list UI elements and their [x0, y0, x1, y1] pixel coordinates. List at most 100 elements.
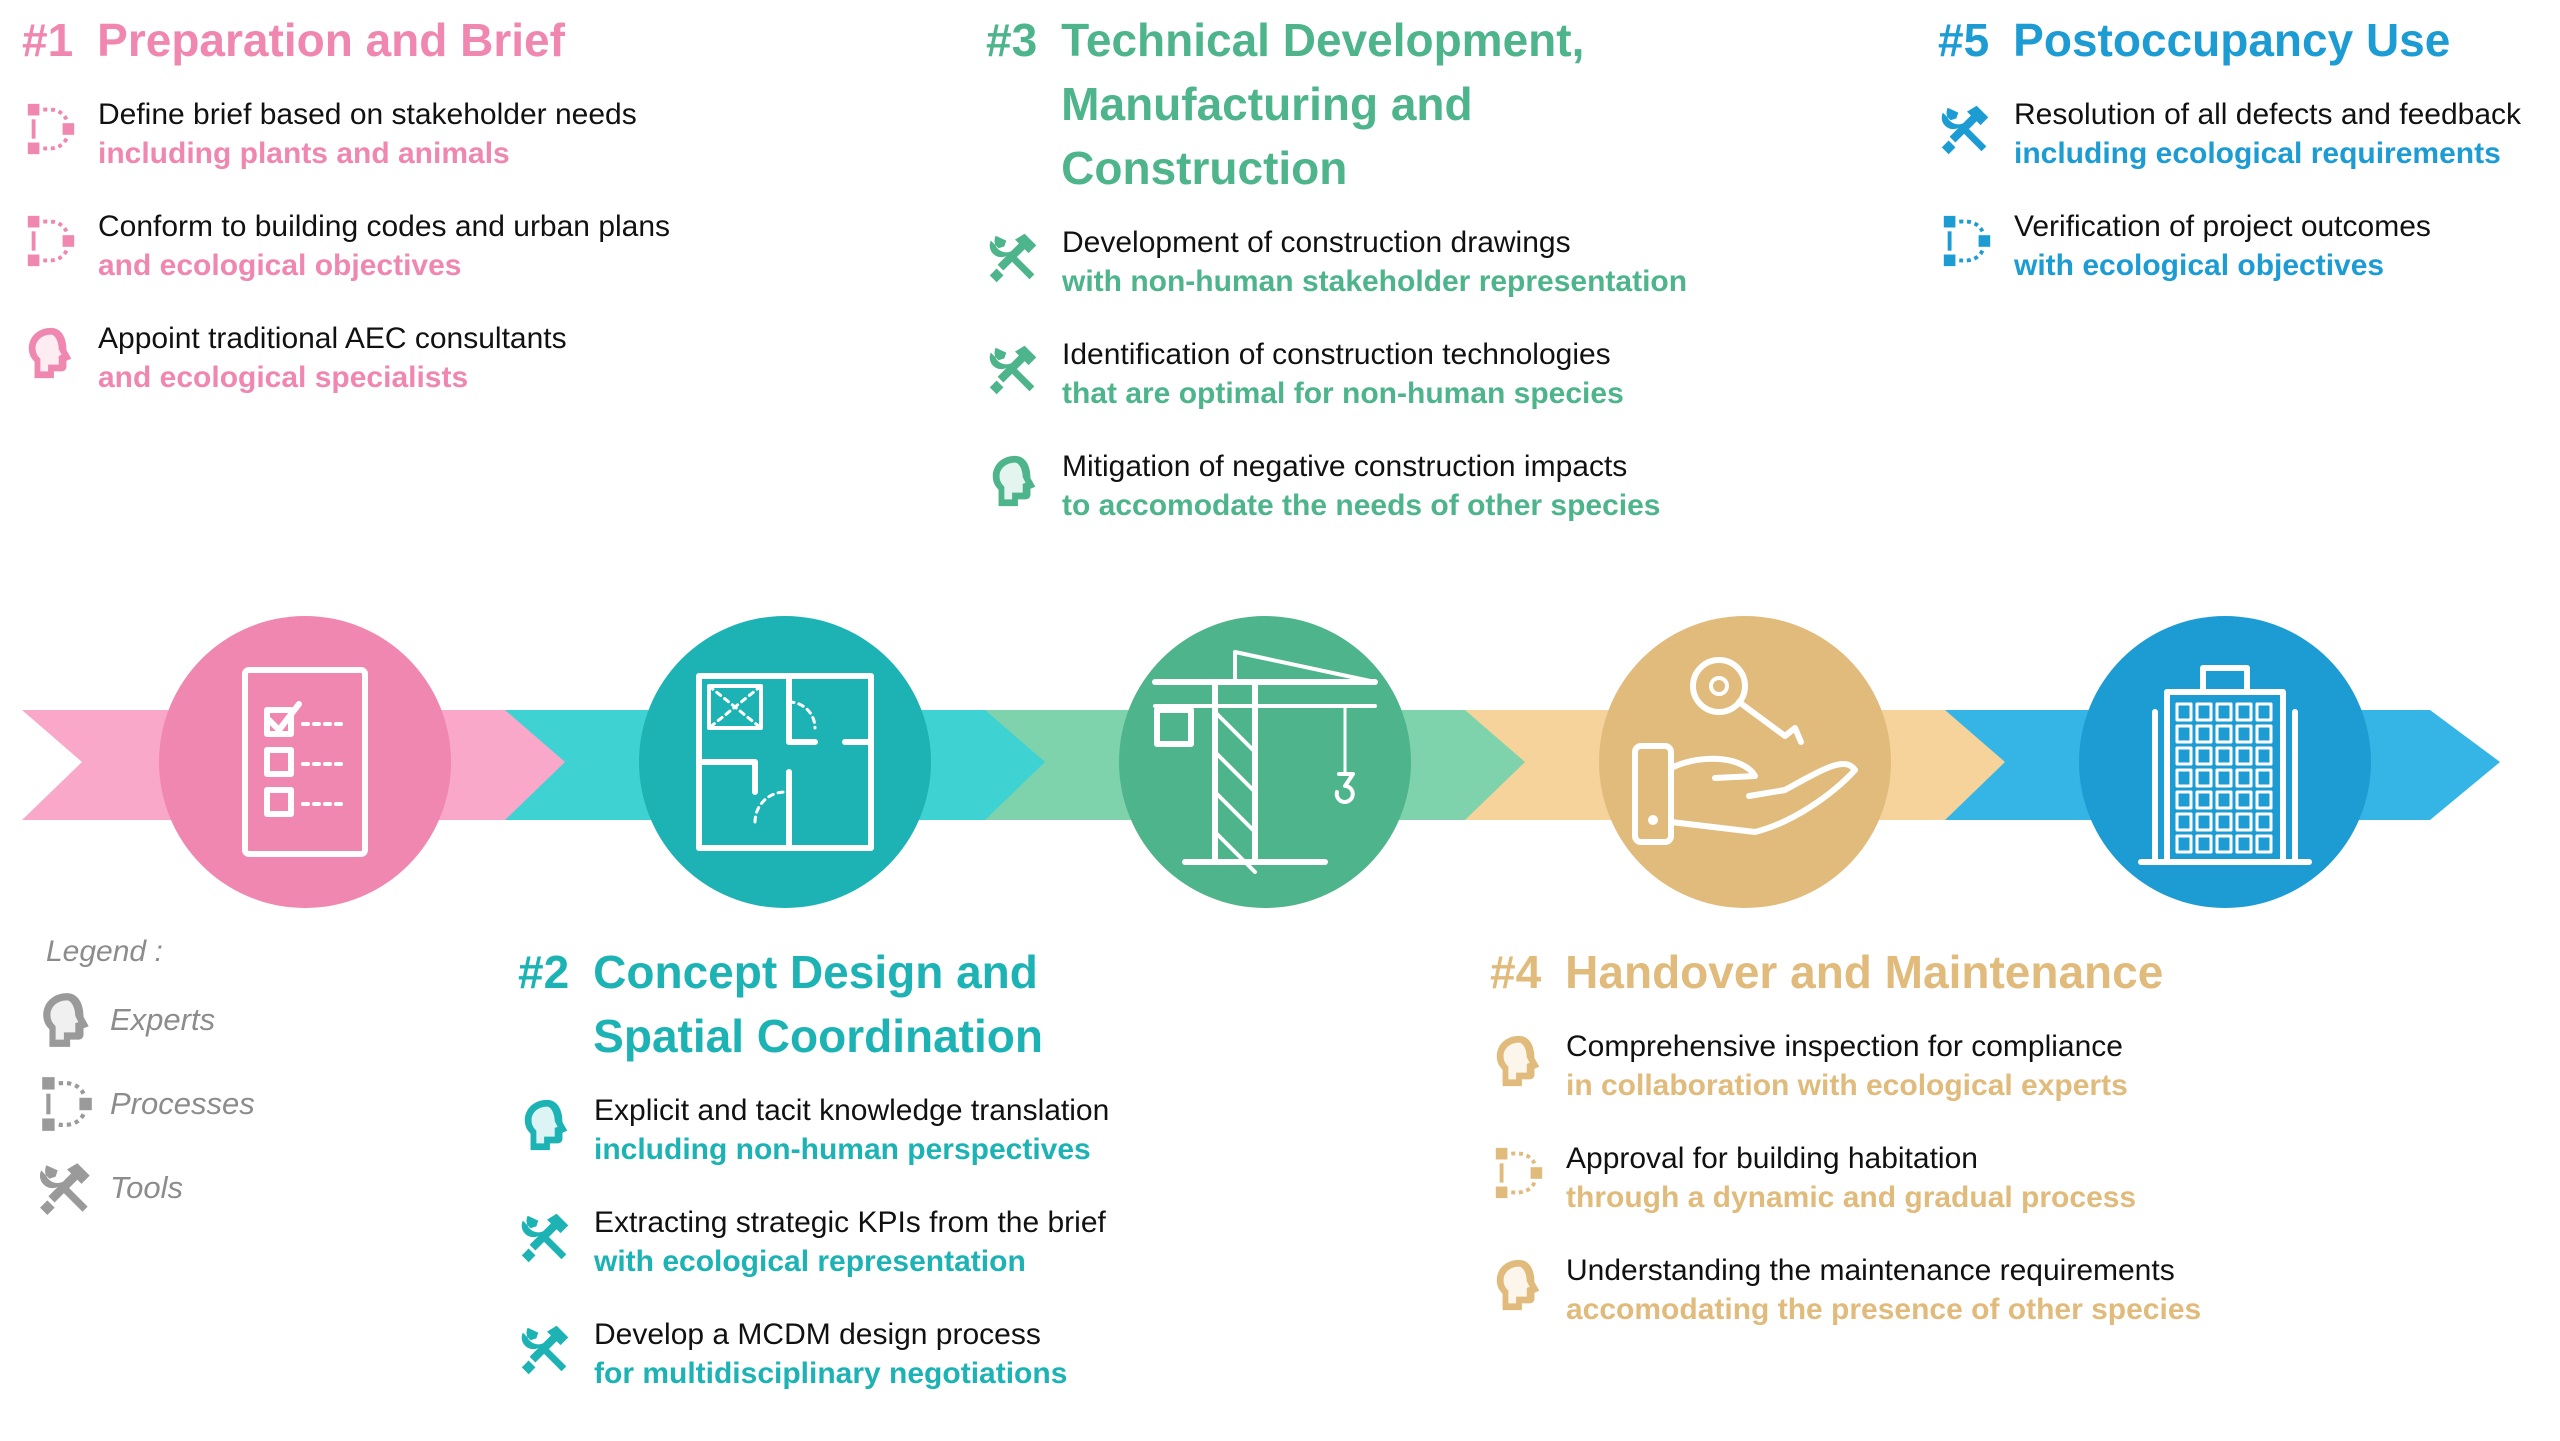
phase-item: Extracting strategic KPIs from the brief… [518, 1204, 1109, 1282]
phase-item: Mitigation of negative construction impa… [986, 448, 1687, 526]
floorplan-icon [696, 673, 874, 851]
phase-title: Preparation and Brief [97, 14, 565, 66]
item-ecological-text: to accomodate the needs of other species [1062, 489, 1661, 522]
legend-item: Processes [36, 1073, 255, 1135]
item-text: Explicit and tacit knowledge translation… [594, 1092, 1109, 1170]
tools-icon [1938, 100, 1996, 158]
expert-head-icon [986, 452, 1044, 510]
item-main-text: Explicit and tacit knowledge translation [594, 1094, 1110, 1127]
expert-head-icon [518, 1096, 576, 1154]
building-icon [2138, 665, 2312, 865]
timeline-stage [639, 616, 931, 908]
item-text: Development of construction drawings with… [1062, 224, 1687, 302]
item-main-text: Define brief based on stakeholder needs [98, 98, 637, 131]
expert-head-icon [1490, 1032, 1548, 1090]
item-text: Extracting strategic KPIs from the brief… [594, 1204, 1106, 1282]
phase-items: Explicit and tacit knowledge translation… [518, 1092, 1109, 1394]
item-main-text: Mitigation of negative construction impa… [1062, 450, 1628, 483]
phase-items: Define brief based on stakeholder needs i… [22, 96, 670, 398]
phase-item: Verification of project outcomes with eco… [1938, 208, 2521, 286]
phase-number: #5 [1938, 14, 1990, 66]
item-main-text: Development of construction drawings [1062, 226, 1571, 259]
phase-title: Technical Development, Manufacturing and… [1061, 14, 1585, 194]
legend-item: Experts [36, 989, 255, 1051]
item-main-text: Conform to building codes and urban plan… [98, 210, 671, 243]
expert-head-icon [22, 324, 80, 382]
phase-number: #4 [1490, 946, 1542, 998]
process-icon [36, 1073, 98, 1135]
phase-item: Development of construction drawings with… [986, 224, 1687, 302]
phase-number: #1 [22, 14, 74, 66]
phase-header: #3 Technical Development, Manufacturing … [986, 8, 1687, 200]
tools-icon [518, 1320, 576, 1378]
tools-icon [986, 340, 1044, 398]
item-ecological-text: with ecological representation [594, 1245, 1026, 1278]
tools-icon [986, 228, 1044, 286]
phase-item: Understanding the maintenance requiremen… [1490, 1252, 2201, 1330]
stage-circle [639, 616, 931, 908]
legend: Legend : Experts Processes Tools [36, 935, 255, 1241]
item-main-text: Comprehensive inspection for compliance [1566, 1030, 2123, 1063]
expert-head-icon [36, 989, 98, 1051]
item-ecological-text: that are optimal for non-human species [1062, 377, 1624, 410]
phase-number: #3 [986, 14, 1038, 66]
item-ecological-text: with ecological objectives [2014, 249, 2385, 282]
tools-icon [518, 1208, 576, 1266]
process-icon [22, 100, 80, 158]
item-ecological-text: accomodating the presence of other speci… [1566, 1293, 2202, 1326]
process-icon [22, 212, 80, 270]
item-ecological-text: including plants and animals [98, 137, 510, 170]
phase-item: Define brief based on stakeholder needs i… [22, 96, 670, 174]
timeline-stage [1599, 616, 1891, 908]
item-main-text: Approval for building habitation [1566, 1142, 1978, 1175]
item-main-text: Verification of project outcomes [2014, 210, 2431, 243]
legend-label: Experts [110, 1002, 216, 1037]
item-text: Appoint traditional AEC consultants and e… [98, 320, 567, 398]
phase-item: Conform to building codes and urban plan… [22, 208, 670, 286]
tools-icon [36, 1157, 98, 1219]
phase-items: Development of construction drawings with… [986, 224, 1687, 526]
item-main-text: Identification of construction technolog… [1062, 338, 1611, 371]
phase-item: Appoint traditional AEC consultants and e… [22, 320, 670, 398]
item-main-text: Understanding the maintenance requiremen… [1566, 1254, 2175, 1287]
stage-circle [1119, 616, 1411, 908]
phase-item: Identification of construction technolog… [986, 336, 1687, 414]
phase-item: Explicit and tacit knowledge translation… [518, 1092, 1109, 1170]
item-text: Understanding the maintenance requiremen… [1566, 1252, 2201, 1330]
item-text: Define brief based on stakeholder needs i… [98, 96, 637, 174]
timeline-stage [1119, 616, 1411, 908]
item-ecological-text: with non-human stakeholder representatio… [1062, 265, 1688, 298]
item-ecological-text: including ecological requirements [2014, 137, 2501, 170]
expert-head-icon [1490, 1256, 1548, 1314]
phase-2-concept-design: #2 Concept Design and Spatial Coordinati… [518, 940, 1109, 1428]
item-ecological-text: and ecological objectives [98, 249, 462, 282]
item-text: Identification of construction technolog… [1062, 336, 1624, 414]
phase-5-postoccupancy-use: #5 Postoccupancy Use Resolution of all d… [1938, 8, 2521, 320]
item-main-text: Develop a MCDM design process [594, 1318, 1041, 1351]
checklist-icon [242, 667, 368, 857]
timeline-stage [2079, 616, 2371, 908]
phase-4-handover-and-maintenance: #4 Handover and Maintenance Comprehensiv… [1490, 940, 2201, 1364]
item-ecological-text: and ecological specialists [98, 361, 469, 394]
item-main-text: Appoint traditional AEC consultants [98, 322, 567, 355]
phase-header: #5 Postoccupancy Use [1938, 8, 2521, 72]
phase-header: #2 Concept Design and Spatial Coordinati… [518, 940, 1109, 1068]
item-text: Verification of project outcomes with eco… [2014, 208, 2431, 286]
legend-item: Tools [36, 1157, 255, 1219]
phase-title: Postoccupancy Use [2013, 14, 2451, 66]
crane-icon [1152, 650, 1378, 874]
process-icon [1938, 212, 1996, 270]
hand-key-icon [1632, 657, 1858, 845]
item-text: Conform to building codes and urban plan… [98, 208, 670, 286]
